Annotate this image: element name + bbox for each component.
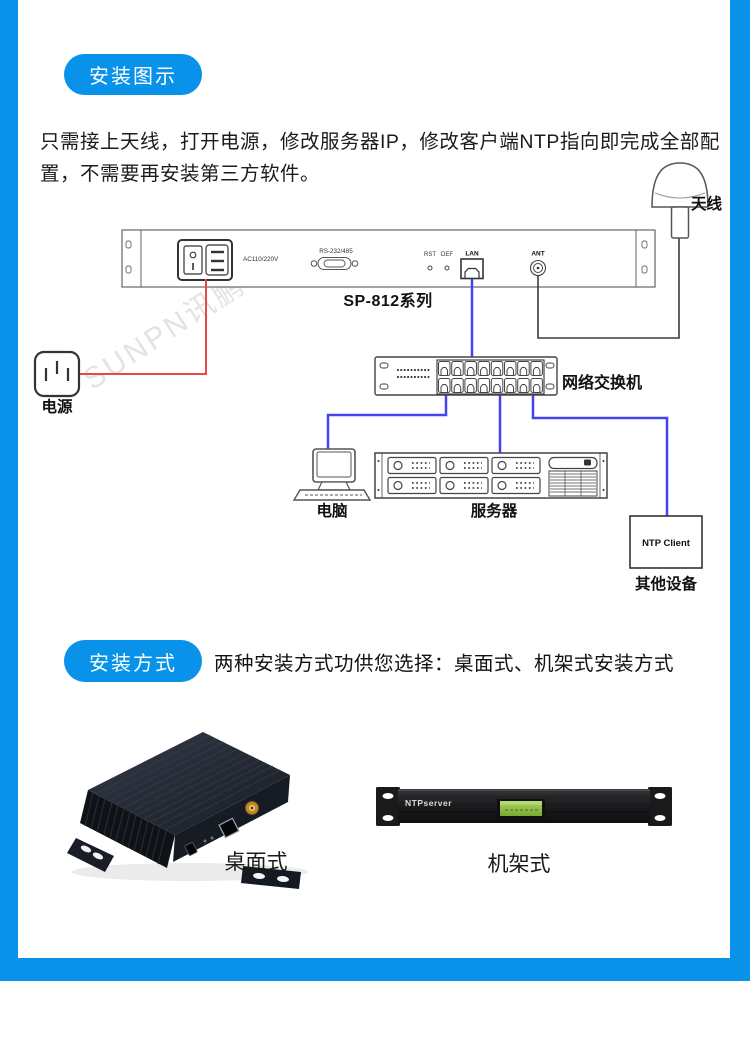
panel-screw-holes bbox=[125, 240, 648, 274]
computer-label: 电脑 bbox=[316, 501, 347, 520]
page-border-left bbox=[0, 0, 18, 981]
svg-text:NTP Client: NTP Client bbox=[642, 538, 691, 549]
switch-led-dots bbox=[397, 369, 430, 378]
network-switch bbox=[374, 356, 558, 396]
computer bbox=[292, 448, 372, 501]
power-outlet bbox=[33, 350, 81, 398]
power-outlet-label: 电源 bbox=[41, 397, 73, 416]
install-description-line2: 置，不需要再安装第三方软件。 bbox=[40, 162, 321, 185]
svg-text:RST: RST bbox=[424, 252, 436, 258]
ntp-client-box: NTP Client bbox=[629, 515, 703, 569]
rack-style-label: 机架式 bbox=[488, 853, 551, 876]
svg-text:RS-232/485: RS-232/485 bbox=[319, 248, 353, 255]
desktop-sma-connector bbox=[245, 801, 259, 815]
reset-default-buttons: RST DEF bbox=[424, 252, 453, 271]
switch-rj45-ports bbox=[436, 359, 545, 395]
page-border-bottom bbox=[0, 958, 750, 981]
power-inlet bbox=[177, 239, 233, 281]
desktop-power-switch bbox=[184, 842, 198, 856]
rack-device-brand-text: NTPserver bbox=[405, 798, 452, 808]
device-model-label: SP-812系列 bbox=[343, 291, 432, 310]
page-border-right bbox=[730, 0, 750, 981]
antenna-wire bbox=[537, 214, 680, 339]
server bbox=[374, 452, 608, 499]
desktop-style-label: 桌面式 bbox=[225, 851, 288, 874]
server-drive-slot bbox=[548, 456, 598, 470]
antenna-label: 天线 bbox=[691, 194, 723, 213]
desktop-lan-port bbox=[218, 817, 240, 839]
server-label: 服务器 bbox=[471, 501, 518, 520]
server-vent-grille bbox=[548, 470, 598, 497]
svg-text:DEF: DEF bbox=[441, 252, 453, 258]
install-description: 只需接上天线，打开电源，修改服务器IP，修改客户端NTP指向即完成全部配 置，不… bbox=[40, 126, 732, 190]
power-socket-label: AC110/220V bbox=[243, 256, 279, 263]
rack-lcd-display bbox=[497, 799, 545, 818]
svg-text:ANT: ANT bbox=[531, 251, 544, 258]
computer-wire bbox=[326, 394, 448, 449]
desktop-device-photo bbox=[67, 732, 308, 889]
power-wire bbox=[79, 279, 207, 375]
install-method-description: 两种安装方式功供您选择：桌面式、机架式安装方式 bbox=[214, 652, 675, 675]
serial-port: RS-232/485 bbox=[310, 248, 359, 270]
section-header-install-diagram: 安装图示 bbox=[64, 54, 202, 95]
gps-antenna bbox=[651, 162, 709, 239]
lan-port: LAN bbox=[460, 251, 484, 280]
network-switch-label: 网络交换机 bbox=[562, 373, 642, 392]
other-devices-label: 其他设备 bbox=[635, 574, 698, 593]
section-header-install-method: 安装方式 bbox=[64, 640, 202, 682]
ntp-client-wire bbox=[531, 394, 669, 516]
install-description-line1: 只需接上天线，打开电源，修改服务器IP，修改客户端NTP指向即完成全部配 bbox=[40, 130, 720, 153]
rack-device-photo: NTPserver bbox=[376, 787, 672, 826]
antenna-port: ANT bbox=[529, 251, 547, 277]
device-panel: AC110/220V RS-232/485 RST DEF LAN ANT bbox=[121, 229, 656, 310]
svg-text:LAN: LAN bbox=[465, 251, 479, 258]
